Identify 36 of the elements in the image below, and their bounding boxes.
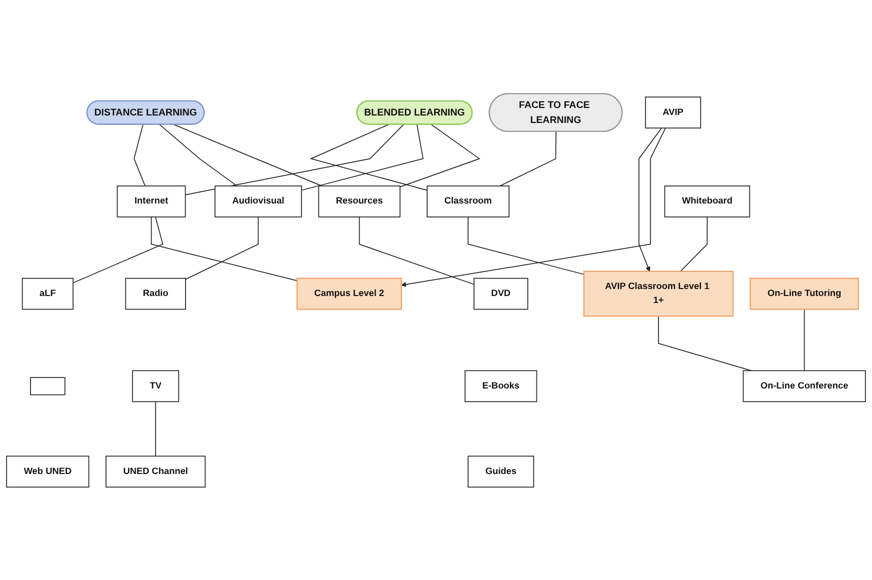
connector: [159, 124, 238, 186]
node-box: AVIP Classroom Level 1 1+: [583, 270, 734, 316]
connector: [400, 124, 480, 188]
node-box: Whiteboard: [664, 185, 750, 217]
node-box: UNED Channel: [106, 455, 206, 488]
connector: [499, 130, 556, 186]
connector: [134, 124, 146, 186]
node-box: Radio: [125, 278, 186, 310]
node-box: DVD: [474, 278, 528, 310]
node-box: On-Line Tutoring: [750, 277, 859, 310]
node-box: Campus Level 2: [296, 277, 402, 310]
connector: [468, 216, 584, 274]
connector: [150, 216, 298, 281]
arrow: [401, 127, 666, 287]
connector: [358, 216, 474, 284]
connector: [680, 216, 708, 272]
node-box: On-Line Conference: [742, 370, 866, 402]
node-box: AVIP: [645, 96, 702, 128]
connector: [155, 400, 156, 456]
node-box: Internet: [116, 185, 186, 217]
node-box: E-Books: [464, 370, 538, 402]
connector: [185, 216, 259, 280]
node-box: Guides: [468, 455, 534, 488]
node-box: Classroom: [426, 185, 510, 217]
node-box: [30, 376, 66, 395]
connector: [804, 308, 805, 371]
node-box: TV: [132, 370, 180, 402]
node-box: aLF: [22, 278, 74, 310]
connector: [173, 124, 322, 186]
connector: [184, 124, 404, 195]
node-box: Web UNED: [6, 455, 90, 488]
connector: [72, 216, 164, 283]
connector: [658, 315, 752, 371]
node-box: Resources: [318, 185, 400, 217]
node-box: Audiovisual: [214, 185, 302, 217]
arrow: [638, 127, 662, 272]
